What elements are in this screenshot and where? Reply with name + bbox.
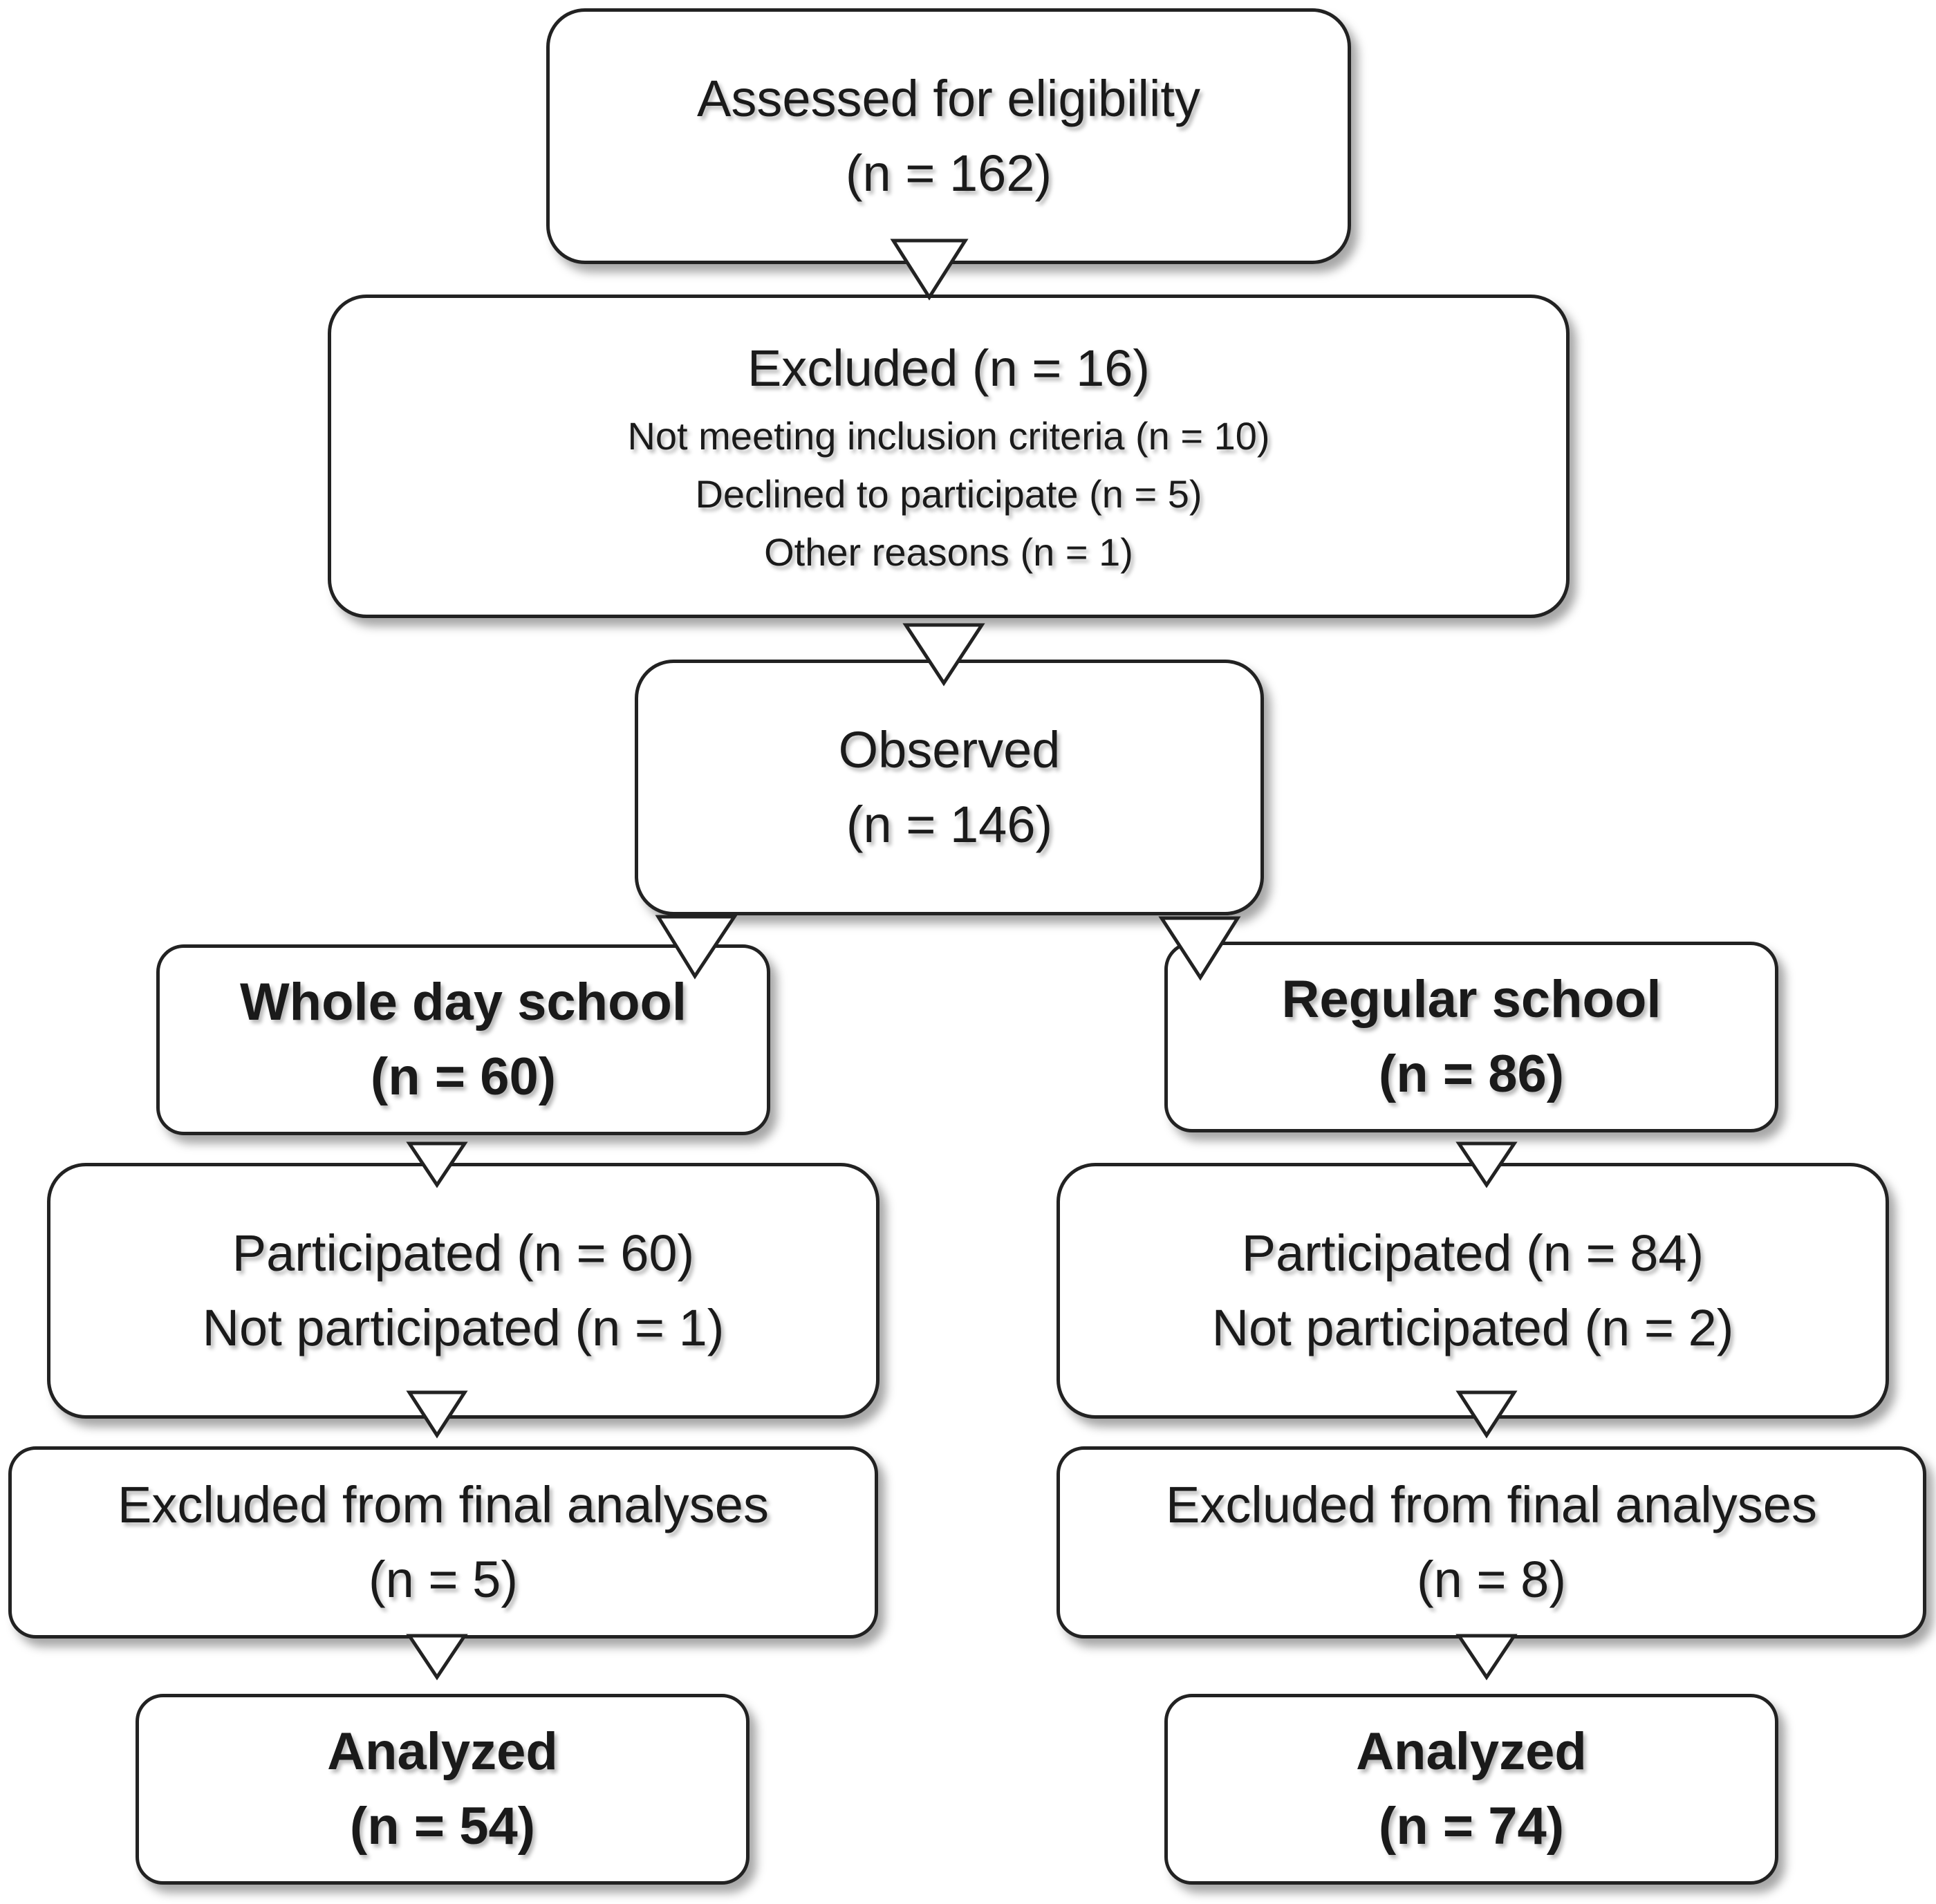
whole-day-participated: Participated (n = 60) (232, 1224, 695, 1282)
regular-analyzed-count: (n = 74) (1378, 1797, 1565, 1856)
assessed-title: Assessed for eligibility (697, 70, 1200, 127)
observed-box: Observed (n = 146) (635, 660, 1264, 915)
regular-school-count: (n = 86) (1378, 1045, 1565, 1103)
regular-excluded-final-count: (n = 8) (1417, 1551, 1566, 1608)
regular-excluded-final-box: Excluded from final analyses (n = 8) (1057, 1446, 1926, 1639)
excluded-reason: Declined to participate (n = 5) (695, 472, 1202, 516)
whole-day-analyzed-box: Analyzed (n = 54) (136, 1694, 750, 1885)
regular-analyzed-box: Analyzed (n = 74) (1164, 1694, 1778, 1885)
regular-analyzed-title: Analyzed (1356, 1722, 1587, 1781)
whole-day-not-participated: Not participated (n = 1) (202, 1299, 725, 1356)
excluded-reason: Not meeting inclusion criteria (n = 10) (627, 414, 1270, 458)
whole-day-school-box: Whole day school (n = 60) (156, 944, 770, 1135)
whole-day-school-count: (n = 60) (370, 1047, 557, 1106)
regular-participated: Participated (n = 84) (1241, 1224, 1704, 1282)
whole-day-participation-box: Participated (n = 60) Not participated (… (47, 1163, 879, 1419)
whole-day-excluded-final-title: Excluded from final analyses (118, 1476, 769, 1533)
arrow-down-icon (406, 1634, 468, 1681)
regular-excluded-final-title: Excluded from final analyses (1166, 1476, 1817, 1533)
excluded-reason: Other reasons (n = 1) (764, 530, 1133, 574)
assessed-count: (n = 162) (845, 144, 1052, 202)
excluded-title: Excluded (n = 16) (747, 339, 1151, 397)
whole-day-school-title: Whole day school (239, 973, 687, 1032)
whole-day-analyzed-title: Analyzed (327, 1722, 558, 1781)
regular-participation-box: Participated (n = 84) Not participated (… (1057, 1163, 1889, 1419)
regular-school-box: Regular school (n = 86) (1164, 942, 1778, 1132)
observed-count: (n = 146) (846, 796, 1053, 853)
whole-day-excluded-final-count: (n = 5) (369, 1551, 518, 1608)
assessed-box: Assessed for eligibility (n = 162) (546, 8, 1351, 264)
observed-title: Observed (838, 721, 1061, 778)
whole-day-excluded-final-box: Excluded from final analyses (n = 5) (8, 1446, 878, 1639)
whole-day-analyzed-count: (n = 54) (349, 1797, 536, 1856)
regular-not-participated: Not participated (n = 2) (1211, 1299, 1734, 1356)
regular-school-title: Regular school (1281, 970, 1662, 1029)
excluded-box: Excluded (n = 16) Not meeting inclusion … (328, 295, 1570, 618)
arrow-down-icon (1455, 1634, 1518, 1681)
